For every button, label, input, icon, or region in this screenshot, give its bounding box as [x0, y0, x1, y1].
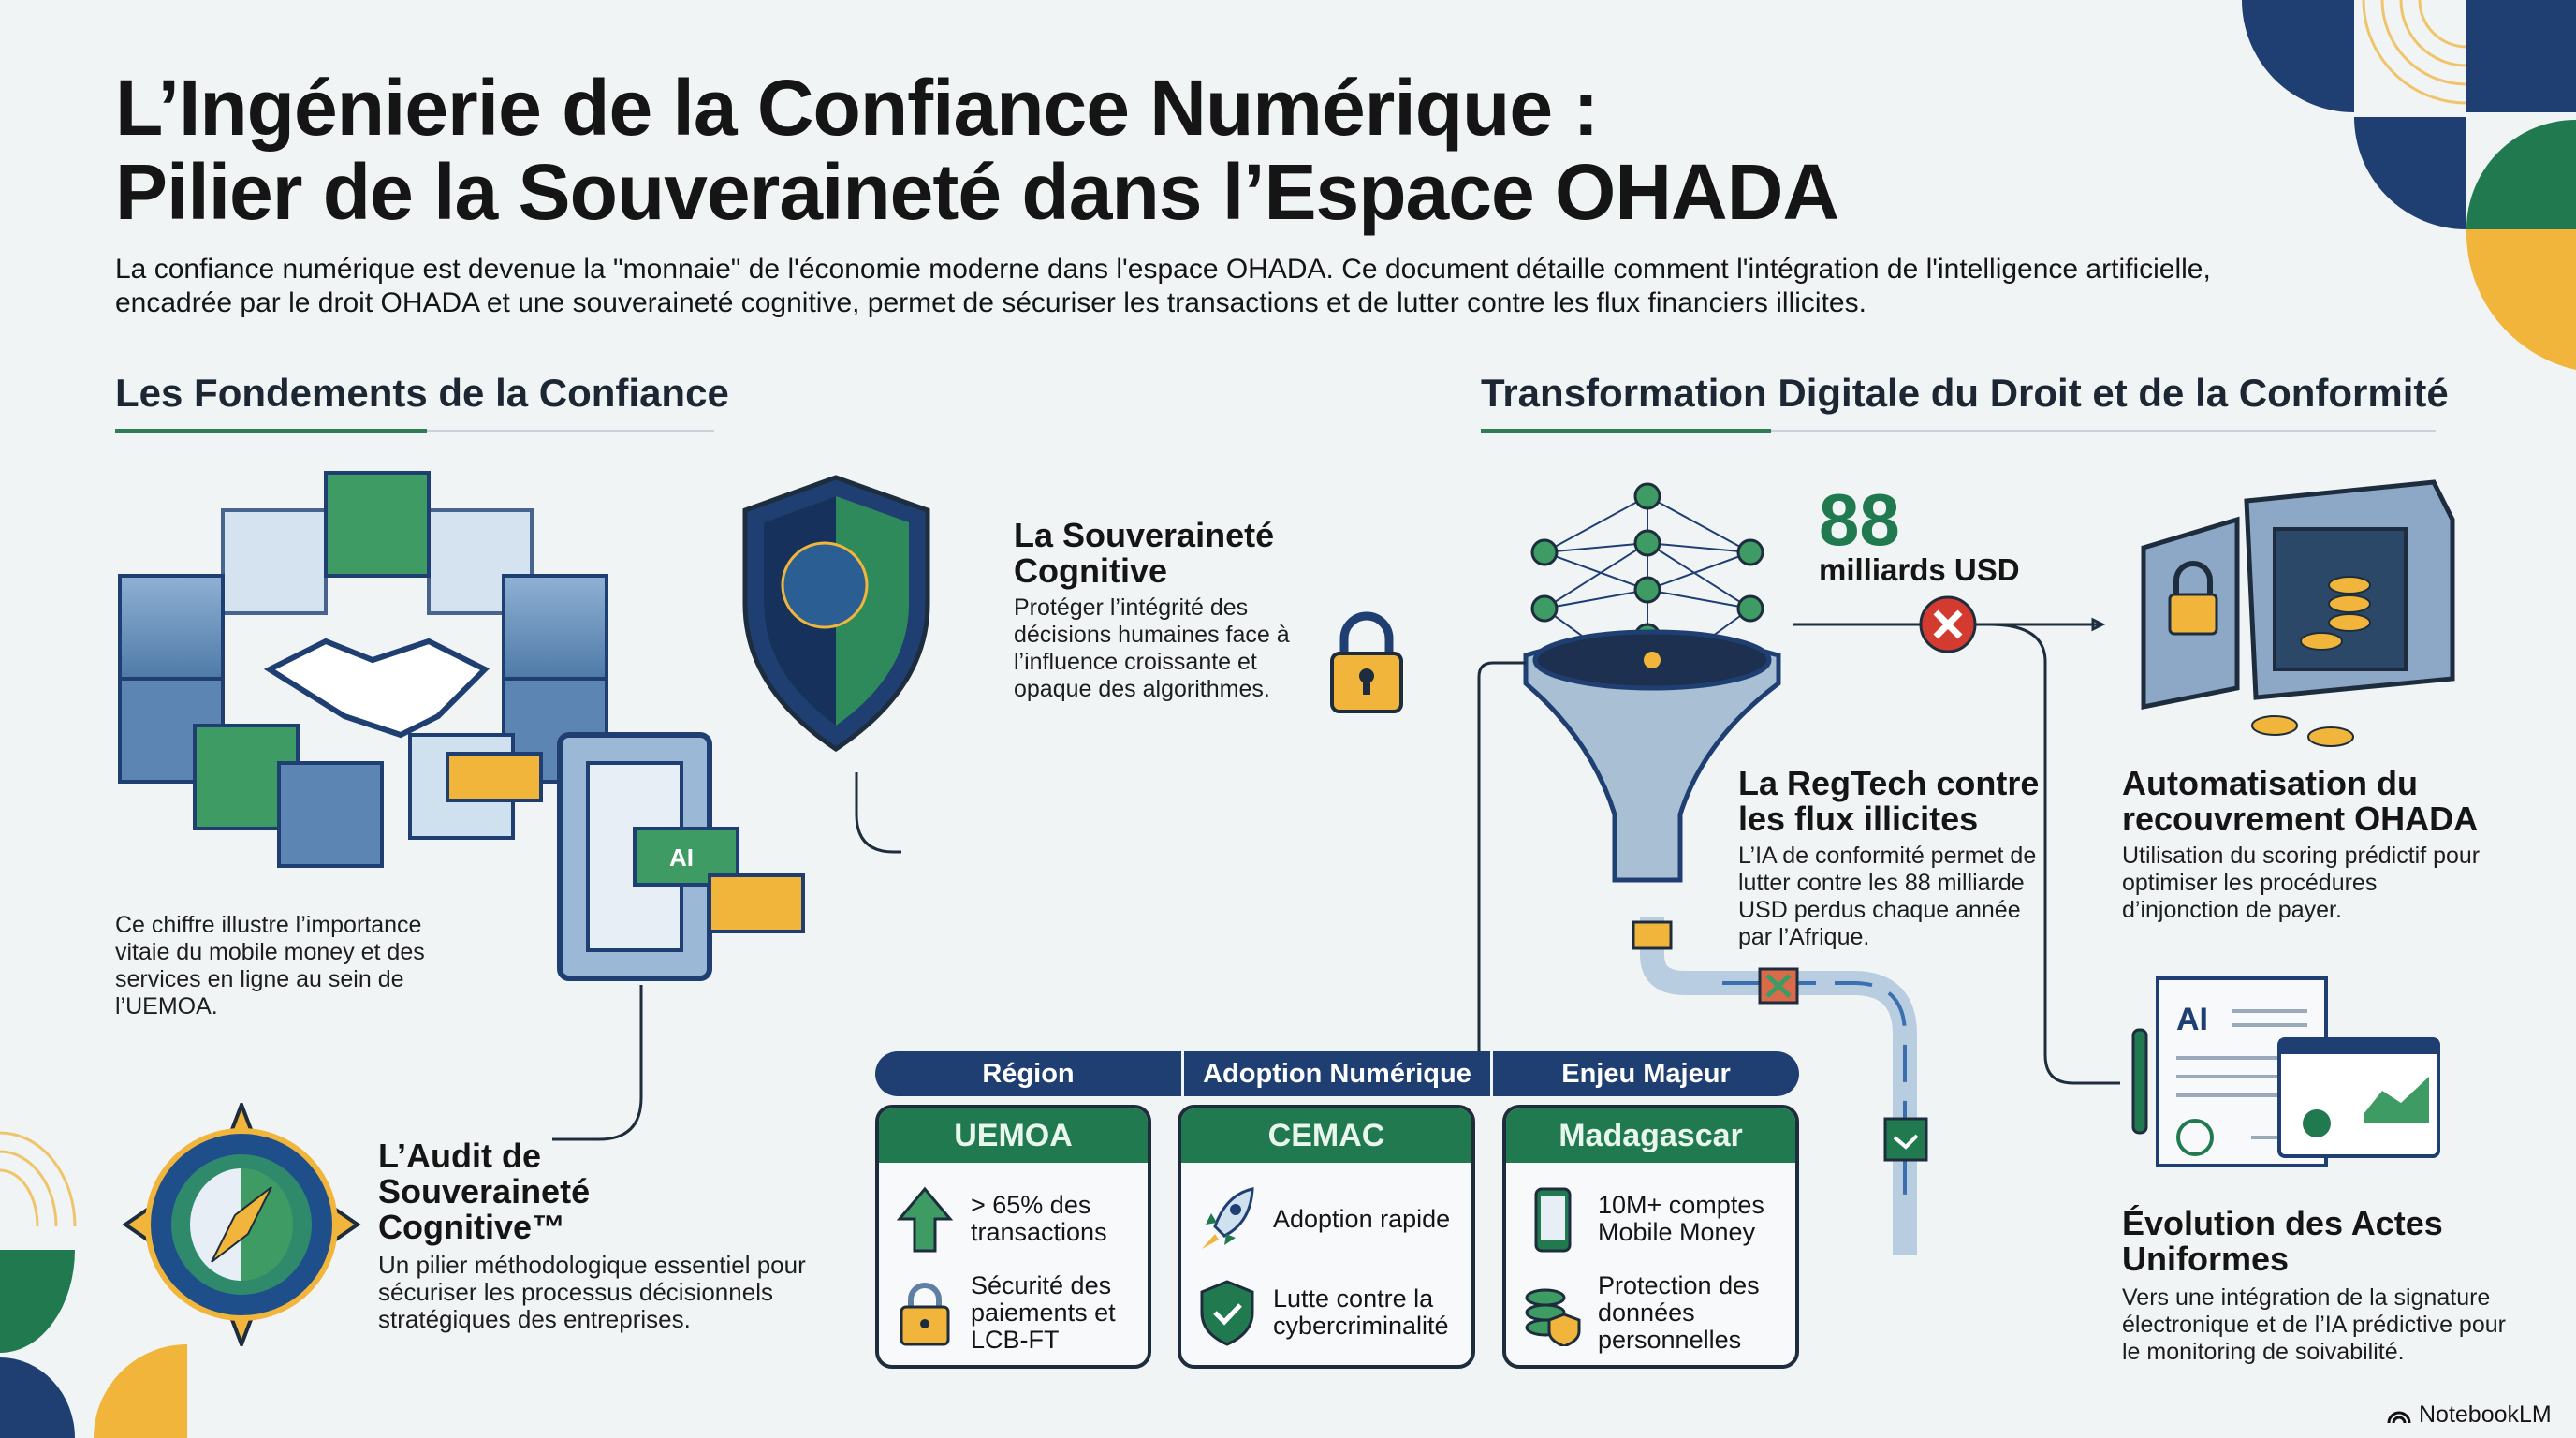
stat-value: 88: [1819, 478, 1900, 561]
divider: [1481, 430, 2436, 432]
page-subtitle: La confiance numérique est devenue la "m…: [115, 254, 2211, 318]
card-title: CEMAC: [1181, 1108, 1471, 1163]
connector-line: [855, 772, 901, 854]
flow-connector: [1793, 595, 2120, 1085]
brain-shield-icon: [742, 475, 930, 753]
broken-safe-illustration: [2141, 479, 2455, 747]
column-header-adoption: Adoption Numérique: [1184, 1051, 1493, 1096]
padlock-icon: [900, 1283, 950, 1346]
recouvrement-desc: Utilisation du scoring prédictif pour op…: [2122, 843, 2481, 923]
region-card-madagascar: Madagascar 10M+ comptes Mobile Money Pro…: [1502, 1105, 1799, 1369]
svg-text:AI: AI: [669, 844, 694, 872]
sovereignty-title: La Souveraineté Cognitive: [1014, 516, 1275, 590]
corner-decoration-bottom: [0, 1131, 187, 1438]
cube-caption: Ce chiffre illustre l’importance vitaie …: [115, 912, 425, 1020]
connector-line: [1477, 661, 1526, 1056]
connector-line: [552, 985, 643, 1141]
region-card-cemac: CEMAC Adoption rapide Lutte contre la cy…: [1178, 1105, 1475, 1369]
corner-decoration: [2242, 0, 2576, 370]
notebooklm-logo-icon: [2387, 1411, 2411, 1423]
column-header-region: Région: [875, 1051, 1184, 1096]
table-header-bar: Région Adoption Numérique Enjeu Majeur: [875, 1051, 1799, 1096]
card-item-text: 10M+ comptes Mobile Money: [1598, 1191, 1764, 1246]
arrow-up-icon: [896, 1186, 954, 1253]
pipeline-illustration: [1632, 917, 1928, 1255]
rocket-icon: [1202, 1187, 1254, 1249]
heading-underline: [1481, 429, 1771, 433]
shield-check-icon: [1200, 1280, 1254, 1346]
recouvrement-title: Automatisation du recouvrement OHADA: [2122, 764, 2479, 838]
regtech-title: La RegTech contre les flux illicites: [1738, 764, 2040, 838]
right-section-heading: Transformation Digitale du Droit et de l…: [1481, 371, 2449, 415]
column-header-enjeu: Enjeu Majeur: [1561, 1058, 1731, 1089]
audit-desc: Un pilier méthodologique essentiel pour …: [378, 1251, 806, 1333]
heading-underline: [115, 429, 427, 433]
card-item-text: Lutte contre la cybercriminalité: [1273, 1284, 1449, 1340]
region-card-uemoa: UEMOA > 65% des transactions Sécurité de…: [875, 1105, 1151, 1369]
card-item-text: Protection des données personnelles: [1598, 1270, 1760, 1354]
card-title: Madagascar: [1506, 1108, 1795, 1163]
ai-document-illustration: AI: [2131, 976, 2440, 1167]
stat-unit: milliards USD: [1819, 552, 2020, 587]
database-shield-icon: [1525, 1288, 1581, 1346]
actes-desc: Vers une intégration de la signature éle…: [2122, 1284, 2506, 1365]
left-section-heading: Les Fondements de la Confiance: [115, 371, 729, 415]
card-item-text: Sécurité des paiements et LCB-FT: [971, 1270, 1116, 1354]
brand-label: NotebookLM: [2419, 1401, 2552, 1428]
audit-title: L’Audit de Souveraineté Cognitive™: [378, 1137, 591, 1246]
notebooklm-branding: NotebookLM: [2387, 1401, 2552, 1429]
card-item-text: Adoption rapide: [1273, 1204, 1451, 1233]
sovereignty-desc: Protéger l’intégrité des décisions humai…: [1014, 594, 1290, 702]
ai-funnel-illustration: [1523, 482, 1781, 883]
compass-brain-icon: [122, 1103, 361, 1346]
regtech-desc: L’IA de conformité permet de lutter cont…: [1738, 843, 2037, 950]
page-title: L’Ingénierie de la Confiance Numérique :…: [115, 64, 1839, 236]
svg-text:AI: AI: [2176, 1002, 2208, 1037]
actes-title: Évolution des Actes Uniformes: [2122, 1204, 2443, 1278]
card-item-text: > 65% des transactions: [971, 1191, 1107, 1246]
blockchain-handshake-illustration: AI: [118, 471, 805, 981]
smartphone-icon: [1534, 1187, 1572, 1253]
padlock-icon: [1330, 611, 1403, 713]
card-title: UEMOA: [879, 1108, 1148, 1163]
